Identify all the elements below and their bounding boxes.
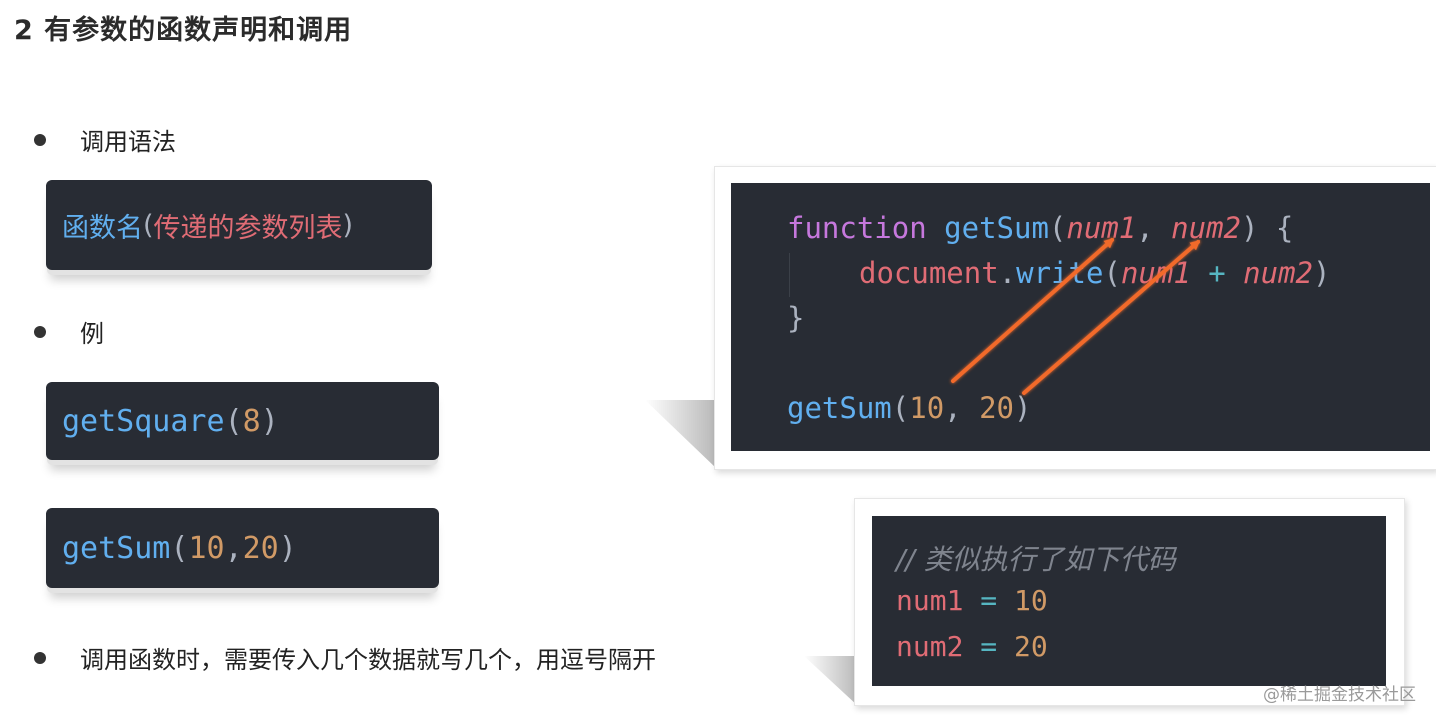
- arg-10: 10: [909, 391, 945, 425]
- bullet-dot: [34, 133, 46, 146]
- equiv-code-panel: // 类似执行了如下代码 num1 = 10 num2 = 20: [872, 516, 1386, 686]
- value-10: 10: [1014, 584, 1048, 617]
- open-paren: (: [891, 391, 910, 425]
- separator: ,: [944, 391, 980, 425]
- syntax-code-box: 函数名(传递的参数列表): [46, 180, 432, 270]
- close-paren: ): [1313, 256, 1331, 290]
- example1-open-paren: (: [224, 403, 243, 439]
- example2-arg2: 20: [242, 530, 279, 566]
- assign-operator: =: [963, 630, 1015, 663]
- example1-arg: 8: [242, 403, 261, 439]
- call-getsum: getSum: [787, 391, 892, 425]
- close-paren: ): [1014, 391, 1032, 425]
- bullet-syntax: 调用语法: [34, 122, 176, 157]
- example2-fn: getSum: [62, 530, 171, 566]
- open-paren: (: [1048, 211, 1067, 245]
- example2-sep: ,: [224, 530, 243, 566]
- frame-shadow: [645, 400, 716, 468]
- open-paren: (: [1103, 256, 1121, 290]
- bullet-syntax-label: 调用语法: [80, 128, 176, 156]
- watermark: @稀土掘金技术社区: [1263, 685, 1416, 705]
- code-line-5: getSum(10, 20): [787, 391, 1031, 425]
- var-num1: num1: [896, 584, 964, 617]
- obj-document: document: [859, 256, 999, 290]
- bullet-dot: [34, 325, 46, 338]
- equiv-line-2: num1 = 10: [896, 584, 1048, 617]
- param-num1: num1: [1066, 211, 1137, 245]
- bullet-example: 例: [34, 314, 104, 349]
- frame-shadow: [804, 656, 858, 706]
- arg-20: 20: [979, 391, 1014, 425]
- close-paren-brace: ) {: [1241, 211, 1294, 245]
- equiv-line-3: num2 = 20: [896, 630, 1048, 663]
- code-line-1: function getSum(num1, num2) {: [787, 211, 1293, 245]
- main-code-panel: function getSum(num1, num2) { document.w…: [731, 183, 1430, 451]
- code-line-2: document.write(num1 + num2): [859, 256, 1330, 290]
- syntax-args: 传递的参数列表: [153, 212, 343, 244]
- arg-num2: num2: [1243, 256, 1314, 290]
- example2-open-paren: (: [170, 530, 189, 566]
- bullet-note-label: 调用函数时，需要传入几个数据就写几个，用逗号隔开: [80, 646, 656, 674]
- dot: .: [998, 256, 1017, 290]
- equiv-comment: // 类似执行了如下代码: [896, 543, 1176, 576]
- code-line-3: }: [787, 301, 805, 335]
- fn-getsum: getSum: [944, 211, 1049, 245]
- bullet-note: 调用函数时，需要传入几个数据就写几个，用逗号隔开: [34, 640, 656, 675]
- example2-code-box: getSum(10, 20): [46, 508, 439, 588]
- value-20: 20: [1014, 630, 1048, 663]
- example2-arg1: 10: [188, 530, 225, 566]
- example1-code-box: getSquare(8): [46, 382, 439, 460]
- example1-fn: getSquare: [62, 403, 225, 439]
- example2-close-paren: ): [278, 530, 297, 566]
- bullet-dot: [34, 651, 46, 664]
- syntax-close-paren: ): [342, 209, 354, 241]
- var-num2: num2: [896, 630, 964, 663]
- arg-num1: num1: [1120, 256, 1191, 290]
- indent-guide: [789, 253, 790, 297]
- plus-operator: +: [1190, 256, 1244, 290]
- syntax-open-paren: (: [143, 209, 154, 241]
- syntax-fn-name: 函数名: [62, 212, 143, 244]
- assign-operator: =: [963, 584, 1015, 617]
- bullet-example-label: 例: [80, 320, 104, 348]
- keyword-function: function: [787, 211, 927, 245]
- arrow-20-to-num2: [1022, 240, 1201, 395]
- arrow-10-to-num1: [951, 238, 1115, 383]
- param-num2: num2: [1171, 211, 1241, 245]
- example1-close-paren: ): [260, 403, 279, 439]
- page-title: 2 有参数的函数声明和调用: [14, 15, 353, 46]
- separator: ,: [1136, 211, 1172, 245]
